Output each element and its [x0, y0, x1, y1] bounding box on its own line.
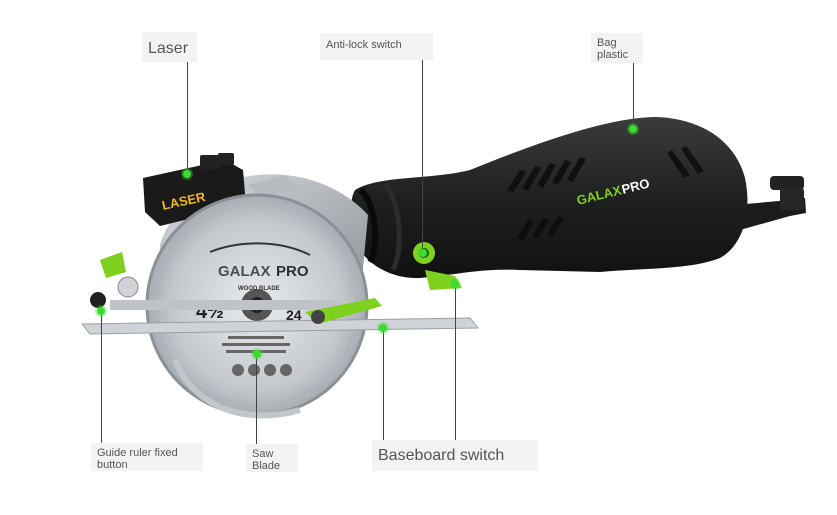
marker-guide-ruler: [97, 307, 105, 315]
leader-anti-lock: [422, 60, 423, 253]
callout-anti-lock-switch: Anti-lock switch: [320, 33, 433, 60]
marker-baseboard-b: [451, 280, 459, 288]
blade-brand-pro: PRO: [276, 263, 309, 280]
marker-saw-blade: [253, 350, 261, 358]
callout-bag-plastic: Bag plastic: [591, 33, 643, 63]
callout-laser: Laser: [142, 32, 197, 62]
blade-subtitle: WOOD BLADE: [238, 286, 280, 292]
leader-bag: [633, 61, 634, 129]
leader-baseboard-b: [455, 284, 456, 442]
leader-saw-blade: [256, 354, 257, 446]
lower-blade-guard: [172, 358, 301, 419]
callout-guide-ruler-button: Guide ruler fixed button: [91, 443, 203, 471]
guide-ruler-knob: [90, 252, 139, 308]
blade-brand-galax: GALAX: [218, 263, 271, 280]
base-plate: [80, 300, 480, 335]
callout-baseboard-switch: Baseboard switch: [372, 440, 538, 471]
leader-laser: [187, 61, 188, 174]
marker-baseboard-a: [379, 324, 387, 332]
leader-guide-ruler: [101, 311, 102, 444]
blade-teeth: 24: [286, 307, 302, 323]
power-cord: [735, 176, 806, 230]
marker-bag: [629, 125, 637, 133]
callout-saw-blade: Saw Blade: [246, 444, 298, 472]
leader-baseboard-a: [383, 329, 384, 443]
motor-housing: [350, 117, 748, 279]
marker-laser: [183, 170, 191, 178]
marker-anti-lock: [419, 249, 427, 257]
body-brand-pro: PRO: [620, 176, 651, 197]
